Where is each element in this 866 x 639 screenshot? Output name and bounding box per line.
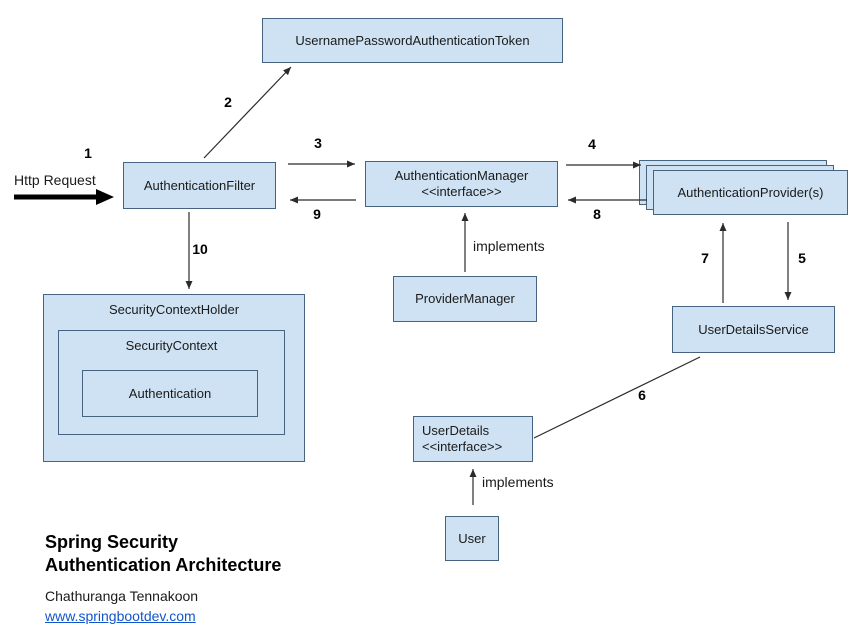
step-number-3: 3 <box>314 135 322 151</box>
box-provider-manager: ProviderManager <box>393 276 537 322</box>
box-authentication-providers: AuthenticationProvider(s) <box>653 170 848 215</box>
box-user-details: UserDetails <<interface>> <box>413 416 533 462</box>
box-username-password-authentication-token: UsernamePasswordAuthenticationToken <box>262 18 563 63</box>
website-link[interactable]: www.springbootdev.com <box>45 608 196 624</box>
diagram-title: Spring Security Authentication Architect… <box>45 531 281 577</box>
box-label: UsernamePasswordAuthenticationToken <box>295 32 530 48</box>
box-label: SecurityContext <box>125 338 218 353</box>
box-label: AuthenticationProvider(s) <box>677 184 824 200</box>
implements-label-provider-manager: implements <box>473 238 545 254</box>
box-label: Authentication <box>128 385 212 401</box>
author-name: Chathuranga Tennakoon <box>45 588 199 604</box>
diagram-title-line1: Spring Security <box>45 532 179 552</box>
box-label: UserDetails <box>422 423 490 438</box>
diagram-title-line2: Authentication Architecture <box>45 555 282 575</box>
box-label: User <box>458 530 486 546</box>
step-number-8: 8 <box>593 206 601 222</box>
implements-label-user: implements <box>482 474 554 490</box>
http-request-arrow <box>14 189 114 205</box>
step-number-5: 5 <box>798 250 806 266</box>
step-number-4: 4 <box>588 136 596 152</box>
box-label: SecurityContextHolder <box>108 302 240 317</box>
box-label: UserDetailsService <box>698 321 809 337</box>
step-number-2: 2 <box>224 94 232 110</box>
box-label: ProviderManager <box>415 291 515 306</box>
box-label: AuthenticationFilter <box>143 177 256 193</box>
line-step-6 <box>533 356 701 439</box>
box-authentication-manager: AuthenticationManager <<interface>> <box>365 161 558 207</box>
box-stereotype: <<interface>> <box>421 184 502 199</box>
box-authentication: Authentication <box>82 370 258 417</box>
step-number-10: 10 <box>192 241 208 257</box>
step-number-6: 6 <box>638 387 646 403</box>
step-number-7: 7 <box>701 250 709 266</box>
credit-block: Chathuranga Tennakoon www.springbootdev.… <box>45 586 198 626</box>
http-request-label: Http Request <box>14 172 96 188</box>
box-user-details-service: UserDetailsService <box>672 306 835 353</box>
arrow-step-2 <box>203 66 292 159</box>
step-number-9: 9 <box>313 206 321 222</box>
box-label: AuthenticationManager <box>394 168 529 183</box>
box-authentication-filter: AuthenticationFilter <box>123 162 276 209</box>
box-user: User <box>445 516 499 561</box>
box-stereotype: <<interface>> <box>422 439 503 454</box>
step-number-1: 1 <box>84 145 92 161</box>
